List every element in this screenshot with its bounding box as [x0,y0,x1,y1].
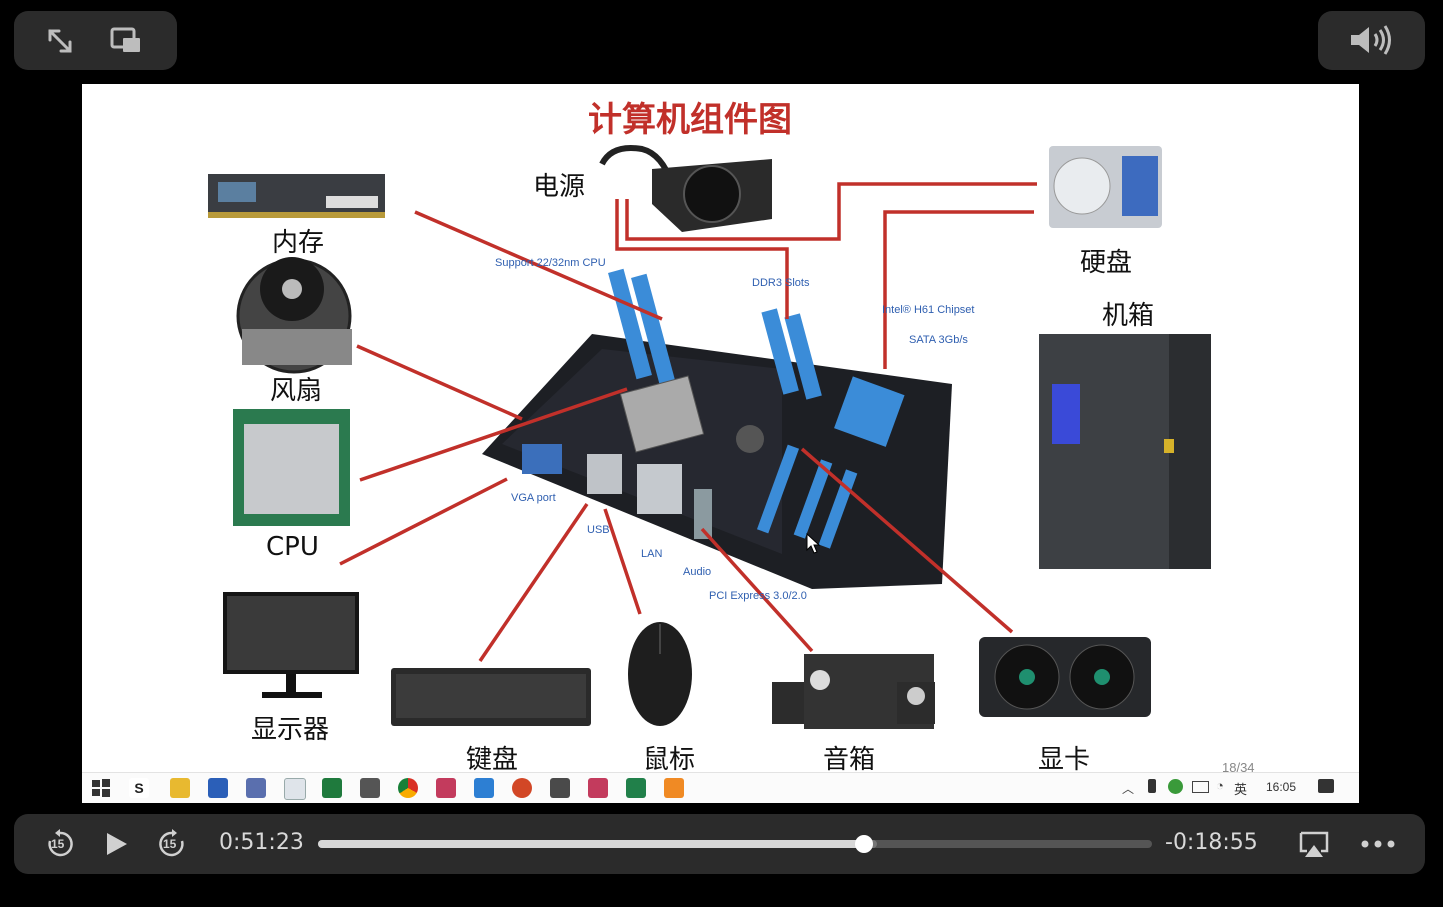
skip-back-icon[interactable]: 15 [42,828,78,860]
slide-page-number: 18/34 [1222,760,1255,772]
psu-image [599,145,772,232]
mb-label-vga: VGA port [511,492,556,504]
app-v-icon[interactable] [626,778,646,798]
label-memory: 内存 [272,228,325,258]
speakers-image [772,654,935,729]
app-rss-icon[interactable] [436,778,456,798]
battery-icon[interactable] [1192,781,1209,793]
label-speakers: 音箱 [823,745,876,772]
app-chip-icon[interactable] [550,778,570,798]
remaining-time: -0:18:55 [1165,830,1258,855]
tray-app-icon[interactable] [1168,779,1183,794]
taskbar-clock[interactable]: 16:05 [1266,780,1297,794]
label-monitor: 显示器 [251,715,330,745]
app-book-icon[interactable] [360,778,380,798]
picture-in-picture-icon[interactable] [108,25,144,57]
mb-label-usb: USB [587,524,610,536]
fan-image [236,257,352,374]
skip-forward-seconds: 15 [163,837,177,851]
slide-artwork [208,145,1211,729]
hdd-image [1049,146,1162,228]
excel-icon[interactable] [322,778,342,798]
windows-taskbar: S ︿ ◔ 英 16:05 [82,772,1359,803]
mb-label-audio: Audio [683,566,712,578]
app-photos-icon[interactable] [474,778,494,798]
app-s-icon[interactable]: S [129,778,149,798]
mb-label-pcie: PCI Express 3.0/2.0 [709,590,807,602]
ime-indicator[interactable]: 英 [1234,783,1248,798]
playback-controls: 15 15 0:51:23 -0:18:55 [14,814,1425,874]
monitor-image [223,592,359,698]
label-fan: 风扇 [270,376,323,406]
cpu-image [233,409,350,526]
motherboard-image [482,268,952,589]
mb-label-lan: LAN [641,548,663,560]
notification-icon[interactable] [1318,779,1334,793]
file-explorer-icon[interactable] [170,778,190,798]
start-icon[interactable] [91,778,111,798]
presentation-slide: 计算机组件图 [82,84,1359,772]
mouse-cursor [806,532,821,554]
label-gpu: 显卡 [1038,745,1091,772]
skip-forward-icon[interactable]: 15 [154,828,190,860]
play-icon[interactable] [100,828,132,860]
app-rss2-icon[interactable] [588,778,608,798]
more-icon[interactable] [1358,828,1398,860]
mb-label-chipset: Intel® H61 Chipset [882,304,975,316]
case-image [1039,334,1211,569]
powerpoint-icon[interactable] [512,778,532,798]
top-left-controls [14,11,177,70]
airplay-icon[interactable] [1296,828,1332,860]
word-icon[interactable] [208,778,228,798]
wifi-icon[interactable]: ◔ [1216,778,1224,793]
progress-track[interactable] [318,835,1152,853]
slide-title: 计算机组件图 [588,100,792,140]
progress-fill [318,840,865,848]
keyboard-image [391,668,591,726]
progress-knob[interactable] [855,835,874,853]
memory-image [208,174,385,218]
mouse-image [628,622,692,726]
expand-icon[interactable] [42,25,78,57]
label-case: 机箱 [1102,301,1155,331]
mb-label-cpu-support: Support 22/32nm CPU [495,257,606,269]
label-keyboard: 键盘 [466,745,519,772]
mb-label-ddr3: DDR3 Slots [752,277,810,289]
app-orange-icon[interactable] [664,778,684,798]
tray-device-icon[interactable] [1148,779,1156,793]
mb-label-sata: SATA 3Gb/s [909,334,968,346]
gpu-image [979,637,1151,717]
label-psu: 电源 [533,172,586,202]
skip-back-seconds: 15 [51,837,65,851]
label-mouse: 鼠标 [643,745,696,772]
app-window-icon[interactable] [284,778,306,800]
elapsed-time: 0:51:23 [219,830,304,855]
label-hdd: 硬盘 [1080,248,1133,278]
app-building-icon[interactable] [246,778,266,798]
volume-control[interactable] [1318,11,1425,70]
label-cpu: CPU [266,532,319,562]
volume-icon[interactable] [1346,23,1398,57]
chrome-icon[interactable] [398,778,418,798]
tray-chevron-icon[interactable]: ︿ [1122,782,1135,796]
